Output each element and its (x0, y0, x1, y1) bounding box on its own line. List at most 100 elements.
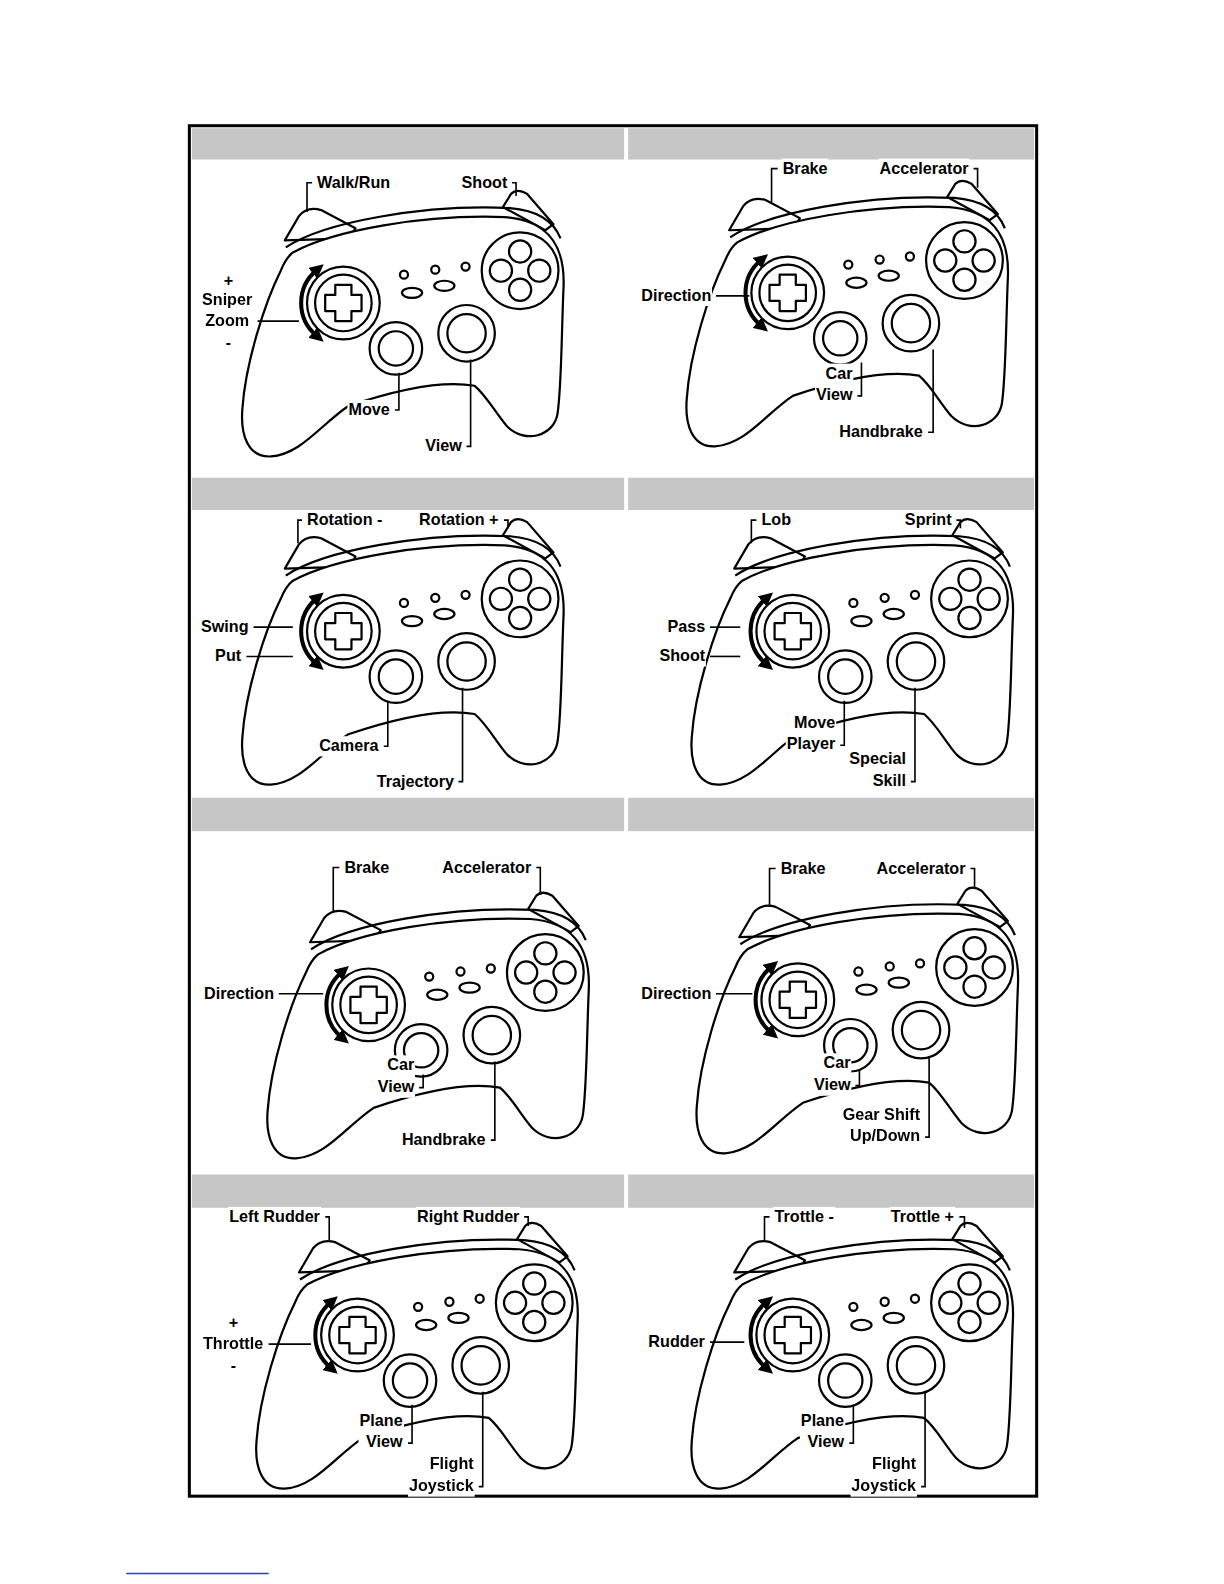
callout-label: + (228, 1312, 239, 1333)
callout-label: Sprint (904, 509, 953, 530)
gamepad-drawing (691, 519, 1013, 785)
leader-line (269, 1343, 311, 1345)
callout-label: Rudder (647, 1332, 706, 1353)
leader-line (710, 626, 740, 628)
leader-line (770, 869, 776, 907)
leader-line (849, 1405, 853, 1443)
leader-line (716, 295, 749, 297)
callout-label: Brake (780, 858, 827, 879)
callout-label: Left Rudder (228, 1206, 321, 1227)
leader-line (479, 1392, 483, 1487)
callout-label: Flight Joystick (408, 1454, 475, 1496)
leader-line (925, 1056, 929, 1137)
leader-line (279, 993, 323, 995)
leader-line (408, 1405, 412, 1443)
callout-label: Move (347, 399, 390, 420)
callout-label: Handbrake (838, 422, 924, 443)
leader-line (512, 183, 516, 196)
leader-line (524, 1217, 528, 1226)
callout-label: Car View (813, 1053, 852, 1095)
callout-label: Walk/Run (316, 172, 391, 193)
leader-line (857, 363, 861, 396)
leader-line (458, 688, 462, 782)
leader-line (974, 169, 978, 188)
panel-header-bar (192, 798, 624, 831)
panel-header-bar (192, 1175, 624, 1208)
leader-line (246, 656, 292, 658)
leader-line (710, 1341, 744, 1343)
callout-label: Right Rudder (416, 1206, 520, 1227)
callout-label: Car View (377, 1055, 416, 1097)
leader-line (384, 701, 388, 746)
leader-line (716, 993, 752, 995)
panel-header-bar (192, 128, 624, 159)
gamepad-drawing (242, 519, 564, 785)
leader-line (710, 656, 740, 658)
callout-label: Accelerator (879, 158, 970, 179)
panel-header-bar (192, 478, 624, 510)
callout-label: Camera (318, 736, 379, 757)
leader-line (840, 701, 844, 745)
callout-label: Special Skill (848, 749, 907, 791)
leader-line (467, 360, 471, 447)
gamepad-drawing (697, 888, 1019, 1154)
leader-lines (246, 169, 977, 1487)
callout-label: View (424, 436, 463, 457)
callout-label: Direction (640, 983, 712, 1004)
callout-label: Trottle + (890, 1206, 955, 1227)
callout-label: Shoot (658, 646, 706, 667)
panel-header-bar (628, 1175, 1034, 1208)
callout-label: Accelerator (876, 858, 967, 879)
gamepad-drawing (256, 1223, 578, 1489)
callout-label: Trottle - (774, 1206, 835, 1227)
callout-label: Plane View (800, 1411, 845, 1453)
gamepad-drawing (242, 191, 564, 457)
leader-line (253, 626, 292, 628)
leader-line (298, 520, 302, 543)
callout-label: Move Player (786, 713, 837, 755)
panel-header-bar (628, 128, 1034, 159)
panel-headers (192, 128, 1034, 1208)
gamepad-drawing (691, 1223, 1013, 1489)
callout-label: Rotation + (418, 509, 499, 530)
leader-line (325, 1217, 329, 1240)
leader-line (333, 868, 339, 912)
callout-label: Brake (343, 857, 390, 878)
leader-line (956, 520, 960, 528)
callout-label: Direction (640, 285, 712, 306)
leader-line (959, 1217, 964, 1228)
callout-label: Put (214, 646, 242, 667)
leader-line (491, 1061, 495, 1140)
callout-label: Brake (782, 158, 829, 179)
callout-label: Car View (815, 364, 854, 406)
callout-label: Direction (203, 983, 275, 1004)
callout-label: Flight Joystick (850, 1454, 917, 1496)
leader-line (419, 1075, 423, 1088)
leader-line (772, 169, 778, 202)
panel-header-bar (628, 798, 1034, 831)
callout-label: + (223, 270, 234, 291)
callout-label: Pass (667, 617, 707, 638)
callout-label: Rotation - (306, 509, 383, 530)
gamepad-drawing (267, 893, 589, 1159)
leader-line (928, 349, 933, 432)
leader-line (921, 1392, 925, 1487)
callout-label: Plane View (359, 1411, 404, 1453)
frame-border (189, 126, 1036, 1496)
leader-line (971, 869, 975, 889)
callout-label: Gear Shift Up/Down (808, 1105, 921, 1147)
callout-label: Shoot (461, 172, 509, 193)
leader-line (911, 688, 915, 782)
leader-line (536, 868, 540, 895)
callout-label: Accelerator (441, 857, 532, 878)
leader-line (764, 1217, 769, 1240)
callout-label: Swing (200, 617, 250, 638)
callout-label: - (225, 333, 232, 354)
leader-line (307, 183, 312, 212)
callout-label: - (230, 1356, 237, 1377)
link-underline (126, 1573, 268, 1575)
callout-label: Throttle (202, 1334, 264, 1355)
leader-line (258, 320, 299, 322)
gamepad-drawing (686, 181, 1008, 447)
